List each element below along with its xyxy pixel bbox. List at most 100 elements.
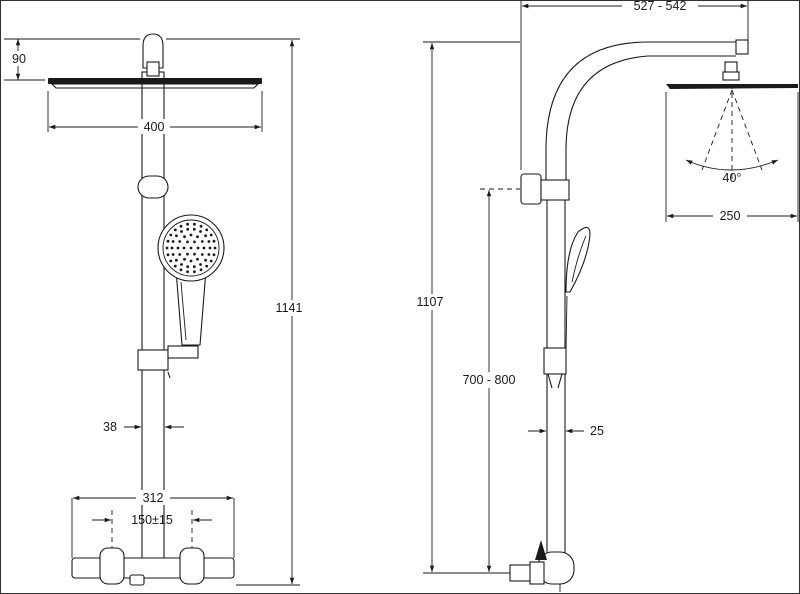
nozzle-dot [199,263,202,266]
nozzle-dot [212,253,216,257]
nozzle-dot [171,253,175,256]
side-slider [543,347,567,389]
nozzle-dot [207,253,211,256]
dim-height-side: 1107 [412,41,520,574]
label-head-width-side: 250 [720,209,741,223]
nozzle-dot [193,270,196,274]
nozzle-dot [166,253,170,257]
nozzle-dot [182,246,186,250]
nozzle-dot [199,230,202,233]
nozzle-dot [180,230,183,233]
nozzle-dot [200,240,204,243]
nozzle-dot [170,246,174,250]
nozzle-dot [178,240,182,243]
front-slider [137,345,199,379]
dim-mixer-width: 312 [71,490,235,558]
nozzle-dot [189,246,193,250]
front-rail-grip [137,175,169,199]
label-inlet-centers: 150±15 [131,513,173,527]
nozzle-dot [186,222,190,226]
dim-spray-angle: 40° [685,159,779,185]
nozzle-dot [204,258,208,262]
nozzle-dot [171,240,175,243]
label-spray-angle: 40° [723,171,742,185]
front-head-connector [142,33,164,77]
nozzle-dot [196,257,199,261]
label-head-height: 90 [12,52,26,66]
nozzle-dot [186,252,189,256]
nozzle-dot [205,228,209,232]
nozzle-dot [204,234,208,238]
label-mixer-width: 312 [143,491,164,505]
label-total-height: 1141 [276,301,303,315]
nozzle-dot [176,246,180,250]
nozzle-dot [199,224,203,228]
nozzle-dot [175,234,178,238]
side-mixer [509,540,575,592]
front-rain-head [48,78,262,89]
nozzle-dot [192,265,196,269]
nozzle-dot [186,270,190,274]
nozzle-dot [193,222,196,226]
nozzle-dot [192,227,196,231]
side-rain-head [666,61,798,180]
dim-total-height: 1141 [166,38,306,586]
nozzle-dot [183,235,186,239]
side-curved-arm [545,39,749,185]
nozzle-dot [207,240,211,243]
nozzle-dot [166,239,170,243]
dim-slider-range: 700 - 800 [456,188,524,572]
nozzle-dot [178,253,182,256]
nozzle-dot [175,258,178,262]
nozzle-dot [205,264,209,268]
nozzle-dot [209,259,213,263]
nozzle-dot [212,239,216,243]
label-rail-diameter-front: 38 [103,420,117,434]
nozzle-dot [169,233,173,237]
nozzle-dot [169,259,173,263]
nozzle-dot [208,246,212,250]
front-view: 90 400 1141 38 [4,33,306,586]
nozzle-dot [186,227,190,231]
dim-arm-reach: 527 - 542 [520,0,749,170]
label-head-width-front: 400 [144,120,165,134]
dim-rail-diameter-side: 25 [528,424,604,438]
side-wall-bracket [520,173,570,205]
dim-head-height-front: 90 [4,38,140,81]
nozzle-dot [200,253,204,256]
nozzle-dot [165,246,169,250]
nozzle-dot [209,233,213,237]
dim-head-width-side: 250 [665,92,799,223]
label-slider-range: 700 - 800 [463,373,516,387]
nozzle-dot [189,233,193,237]
side-view: 40° 250 527 - 542 [412,0,799,592]
nozzle-dot [213,246,217,250]
side-rail [546,195,566,572]
nozzle-dot [193,240,196,244]
nozzle-dot [202,246,206,250]
nozzle-dot [173,264,177,268]
label-height-side: 1107 [417,295,444,309]
dim-head-width-front: 400 [47,91,263,134]
front-hand-shower-nozzles [165,222,217,274]
nozzle-dot [186,240,189,244]
label-rail-diameter-side: 25 [590,424,604,438]
label-arm-reach: 527 - 542 [634,0,687,13]
nozzle-dot [183,257,186,261]
nozzle-dot [173,228,177,232]
nozzle-dot [196,235,199,239]
side-hand-shower [565,226,591,351]
dim-inlet-centers: 150±15 [92,510,212,548]
nozzle-dot [186,265,190,269]
nozzle-dot [193,252,196,256]
nozzle-dot [199,268,203,272]
nozzle-dot [180,263,183,266]
dim-rail-diameter-front: 38 [103,420,184,434]
front-rail [141,71,165,563]
nozzle-dot [179,224,183,228]
nozzle-dot [196,246,200,250]
nozzle-dot [179,268,183,272]
nozzle-dot [189,259,193,263]
